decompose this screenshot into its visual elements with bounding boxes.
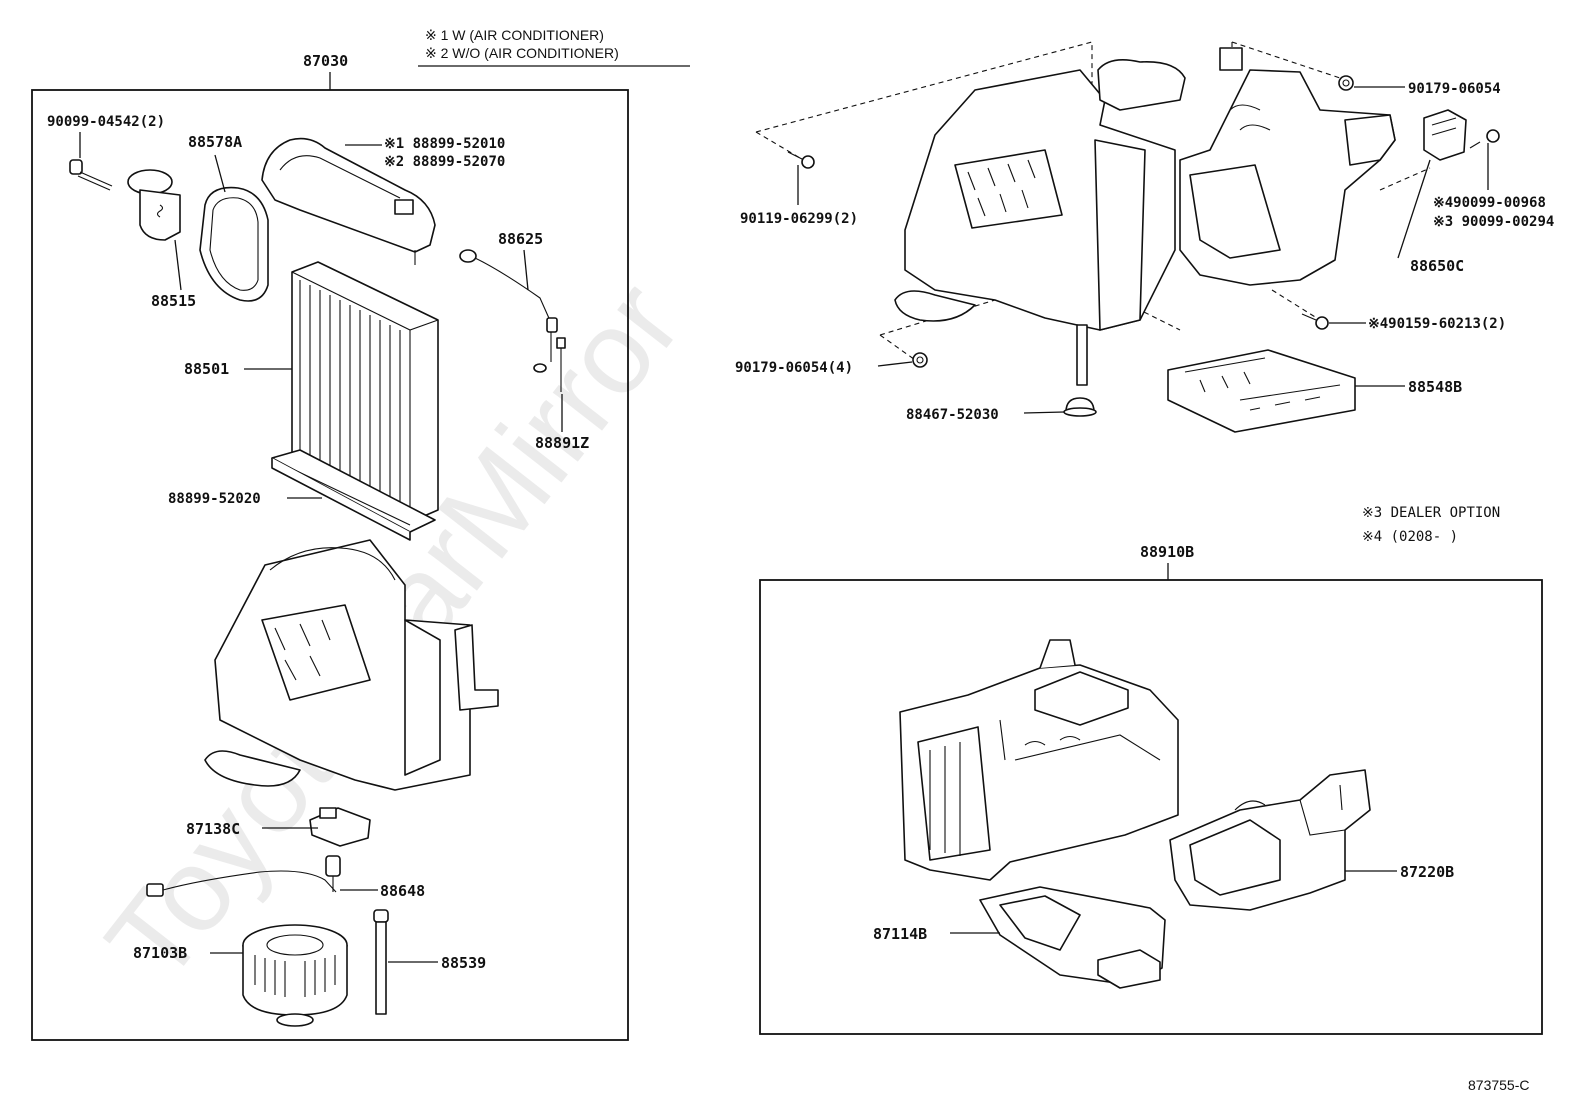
case-cover-88899-52010[interactable] <box>261 137 436 265</box>
screw-90099-00968[interactable] <box>1469 129 1500 149</box>
thermistor-88625[interactable] <box>459 249 558 373</box>
leader-88625 <box>523 249 529 291</box>
label-88625: 88625 <box>498 230 543 248</box>
aspirator-hose-88539[interactable] <box>373 909 389 1015</box>
label-88899-52070: ※2 88899-52070 <box>384 154 505 170</box>
label-88501: 88501 <box>184 360 229 378</box>
label-90159-60213: ※490159-60213(2) <box>1368 316 1506 332</box>
note-dealer-option: ※3 DEALER OPTION <box>1362 505 1500 521</box>
label-90099-00294: ※3 90099-00294 <box>1433 214 1554 230</box>
nut-90179-06054[interactable] <box>1338 75 1354 91</box>
figure-code: 873755-C <box>1468 1077 1530 1093</box>
label-90119-06299: 90119-06299(2) <box>740 211 858 227</box>
air-duct-87114b[interactable] <box>979 886 1166 989</box>
blower-resistor-87138c[interactable] <box>309 807 371 847</box>
label-87114b: 87114B <box>873 925 927 943</box>
label-88891z: 88891Z <box>535 434 589 452</box>
leader-88578a <box>214 154 226 193</box>
group-label-87030: 87030 <box>303 52 348 70</box>
label-88899-52010: ※1 88899-52010 <box>384 136 505 152</box>
label-87138c: 87138C <box>186 820 240 838</box>
leader-88515 <box>174 239 182 291</box>
screw-90159-60213[interactable] <box>1301 313 1329 330</box>
note-without-ac: ※ 2 W/O (AIR CONDITIONER) <box>425 45 619 61</box>
frame-88910b <box>759 579 1543 1035</box>
evaporator-88501[interactable] <box>291 261 439 523</box>
label-88548b: 88548B <box>1408 378 1462 396</box>
note-date-range: ※4 (0208- ) <box>1362 529 1458 545</box>
leader-88650c <box>1397 159 1431 259</box>
air-filter-88548b[interactable] <box>1167 349 1356 433</box>
label-88539: 88539 <box>441 954 486 972</box>
label-90179-06054: 90179-06054 <box>1408 81 1501 97</box>
bolt-90099-04542[interactable] <box>69 159 113 191</box>
heater-case-left[interactable] <box>204 539 499 791</box>
seal-88578a[interactable] <box>199 186 269 302</box>
leader-88467-52030 <box>1023 411 1065 414</box>
thermistor-88891z[interactable] <box>556 337 566 392</box>
label-90099-04542: 90099-04542(2) <box>47 114 165 130</box>
label-88578a: 88578A <box>188 133 242 151</box>
wire-harness-88648[interactable] <box>146 855 341 897</box>
label-88467-52030: 88467-52030 <box>906 407 999 423</box>
heater-unit-assembly[interactable] <box>894 47 1396 386</box>
label-87103b: 87103B <box>133 944 187 962</box>
group-label-88910b: 88910B <box>1140 543 1194 561</box>
leader-90179-06054-qty4 <box>877 361 913 367</box>
nut-90179-06054-qty4[interactable] <box>912 352 928 368</box>
label-90179-06054-qty4: 90179-06054(4) <box>735 360 853 376</box>
label-90099-00968: ※490099-00968 <box>1433 195 1546 211</box>
label-87220b: 87220B <box>1400 863 1454 881</box>
grommet-88467-52030[interactable] <box>1063 397 1097 417</box>
heater-radiator-housing[interactable] <box>899 639 1179 881</box>
ac-amplifier-88650c[interactable] <box>1423 109 1467 161</box>
servo-motor-88515[interactable] <box>127 169 181 241</box>
label-88899-52020: 88899-52020 <box>168 491 261 507</box>
note-with-ac: ※ 1 W (AIR CONDITIONER) <box>425 27 604 43</box>
label-88648: 88648 <box>380 882 425 900</box>
screw-90119-06299[interactable] <box>787 151 815 169</box>
drain-tray-88899-52020[interactable] <box>271 449 436 541</box>
label-88515: 88515 <box>151 292 196 310</box>
blower-motor-87103b[interactable] <box>242 924 348 1027</box>
label-88650c: 88650C <box>1410 257 1464 275</box>
blower-case-87220b[interactable] <box>1169 769 1371 911</box>
frame-87030 <box>31 89 629 1041</box>
